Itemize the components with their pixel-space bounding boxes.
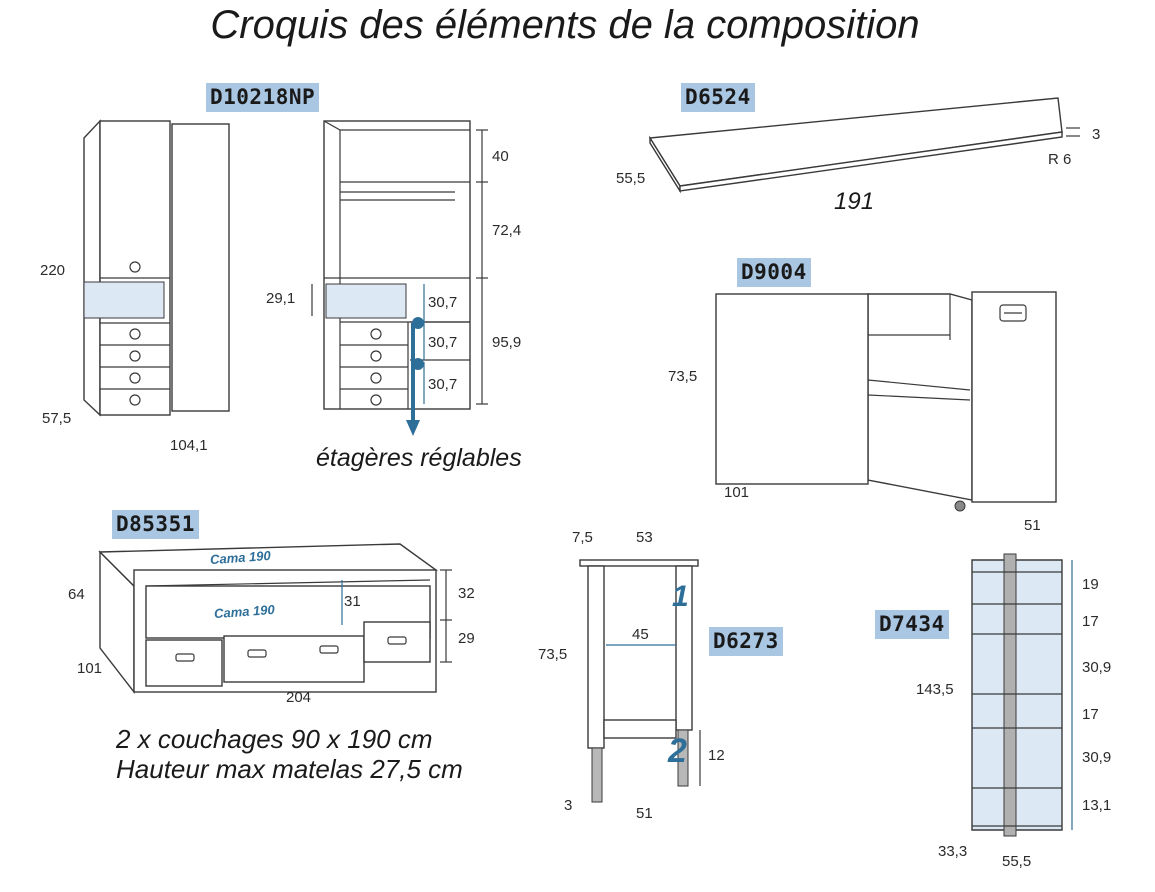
- shelf-gap: 13,1: [1082, 797, 1112, 814]
- wardrobe-depth: 57,5: [42, 410, 72, 427]
- top-thickness: 3: [1092, 126, 1101, 143]
- shelf-gap-3: 30,7: [428, 376, 458, 393]
- wardrobe-h3: 95,9: [492, 334, 522, 351]
- page-title: Croquis des éléments de la composition: [210, 3, 920, 47]
- wardrobe-open-drawing: [311, 120, 488, 436]
- desk-drawing: [715, 291, 1057, 512]
- bed-height: 64: [68, 586, 85, 603]
- bed-width: 204: [286, 689, 312, 706]
- shelf-gap-2: 30,7: [428, 334, 458, 351]
- wardrobe-height: 220: [40, 262, 66, 279]
- bed-height-bottom: 29: [458, 630, 475, 647]
- shelf-gap: 30,9: [1082, 659, 1112, 676]
- bed-height-top: 32: [458, 585, 475, 602]
- wardrobe-h1: 40: [492, 148, 509, 165]
- wardrobe-code: D10218NP: [206, 83, 320, 112]
- shelf-depth: 33,3: [938, 843, 968, 860]
- leg-height: 73,5: [538, 646, 568, 663]
- desk-code: D9004: [737, 258, 811, 287]
- shelf-drawing: [971, 553, 1073, 837]
- wardrobe-width: 104,1: [170, 437, 208, 454]
- shelf-height: 143,5: [916, 681, 954, 698]
- adjustable-shelves-note: étagères réglables: [316, 444, 522, 472]
- shelf-code: D7434: [875, 610, 949, 639]
- desk-height: 73,5: [668, 368, 698, 385]
- desk-width: 101: [724, 484, 750, 501]
- shelf-gap: 17: [1082, 613, 1099, 630]
- leg-marker-1: 1: [672, 580, 689, 613]
- top-depth: 55,5: [616, 170, 646, 187]
- shelf-gap: 17: [1082, 706, 1099, 723]
- wardrobe-niche: 29,1: [266, 290, 296, 307]
- leg-marker-2: 2: [668, 732, 687, 770]
- top-radius: R 6: [1048, 151, 1072, 168]
- desk-depth: 51: [1024, 517, 1041, 534]
- bed-code: D85351: [112, 510, 199, 539]
- wardrobe-closed-drawing: [83, 119, 230, 417]
- leg-inner: 45: [632, 626, 649, 643]
- shelf-gap-1: 30,7: [428, 294, 458, 311]
- shelf-gap: 19: [1082, 576, 1099, 593]
- top-panel-drawing: [648, 97, 1080, 194]
- bed-caption-mattress: Hauteur max matelas 27,5 cm: [116, 754, 463, 784]
- bed-caption-sleeping: 2 x couchages 90 x 190 cm: [116, 724, 433, 754]
- leg-length: 53: [636, 529, 653, 546]
- wardrobe-h2: 72,4: [492, 222, 522, 239]
- shelf-width: 55,5: [1002, 853, 1032, 870]
- leg-code: D6273: [709, 627, 783, 656]
- bed-depth: 101: [77, 660, 103, 677]
- leg-foot-height: 12: [708, 747, 725, 764]
- bed-inner-height: 31: [344, 593, 361, 610]
- leg-top-width: 7,5: [572, 529, 593, 546]
- shelf-gap: 30,9: [1082, 749, 1112, 766]
- leg-depth: 51: [636, 805, 653, 822]
- top-length: 191: [834, 188, 875, 215]
- leg-drawing: [579, 559, 701, 803]
- bed-drawing: [98, 543, 452, 695]
- top-code: D6524: [681, 83, 755, 112]
- leg-foot-width: 3: [564, 797, 573, 814]
